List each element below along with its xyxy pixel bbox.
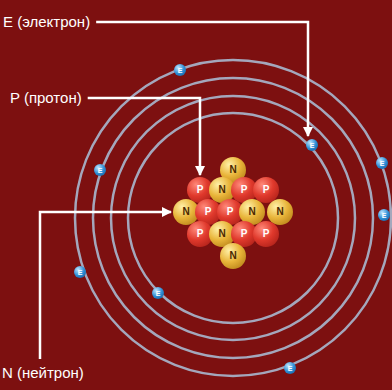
electron-ball: E — [74, 266, 86, 278]
electron-callout: E (электрон) — [3, 13, 90, 31]
electron-ball: E — [378, 209, 390, 221]
neutron-letter: N — [218, 185, 225, 195]
proton-letter: P — [197, 229, 204, 239]
electron-ball: E — [306, 139, 318, 151]
neutron-letter: N — [182, 207, 189, 217]
orbit-ring — [93, 78, 373, 358]
neutron-letter: N — [229, 251, 236, 261]
electron-ball: E — [284, 362, 296, 374]
leader-line — [88, 98, 200, 175]
electron-letter: E — [156, 290, 161, 297]
neutron-letter: N — [248, 207, 255, 217]
neutron-ball: N — [220, 243, 246, 269]
orbit-ring — [111, 96, 355, 340]
electron-letter: E — [78, 269, 83, 276]
orbit-ring — [128, 113, 338, 323]
leader-line — [40, 212, 171, 359]
electron-letter: E — [382, 212, 387, 219]
proton-letter: P — [241, 185, 248, 195]
leader-line — [96, 22, 308, 136]
electron-ball: E — [174, 64, 186, 76]
proton-ball: P — [253, 221, 279, 247]
electron-letter: E — [98, 167, 103, 174]
electron-ball: E — [152, 287, 164, 299]
electron-ball: E — [376, 157, 388, 169]
orbit-ring — [75, 60, 391, 376]
neutron-callout: N (нейтрон) — [2, 364, 84, 382]
proton-letter: P — [205, 207, 212, 217]
electron-letter: E — [178, 67, 183, 74]
proton-letter: P — [227, 207, 234, 217]
electron-letter: E — [310, 142, 315, 149]
proton-letter: P — [263, 229, 270, 239]
electron-letter: E — [288, 365, 293, 372]
proton-letter: P — [197, 185, 204, 195]
electron-ball: E — [94, 164, 106, 176]
neutron-letter: N — [229, 165, 236, 175]
proton-callout: P (протон) — [10, 89, 82, 107]
proton-letter: P — [263, 185, 270, 195]
proton-letter: P — [241, 229, 248, 239]
neutron-letter: N — [276, 207, 283, 217]
electron-letter: E — [380, 160, 385, 167]
neutron-letter: N — [218, 229, 225, 239]
